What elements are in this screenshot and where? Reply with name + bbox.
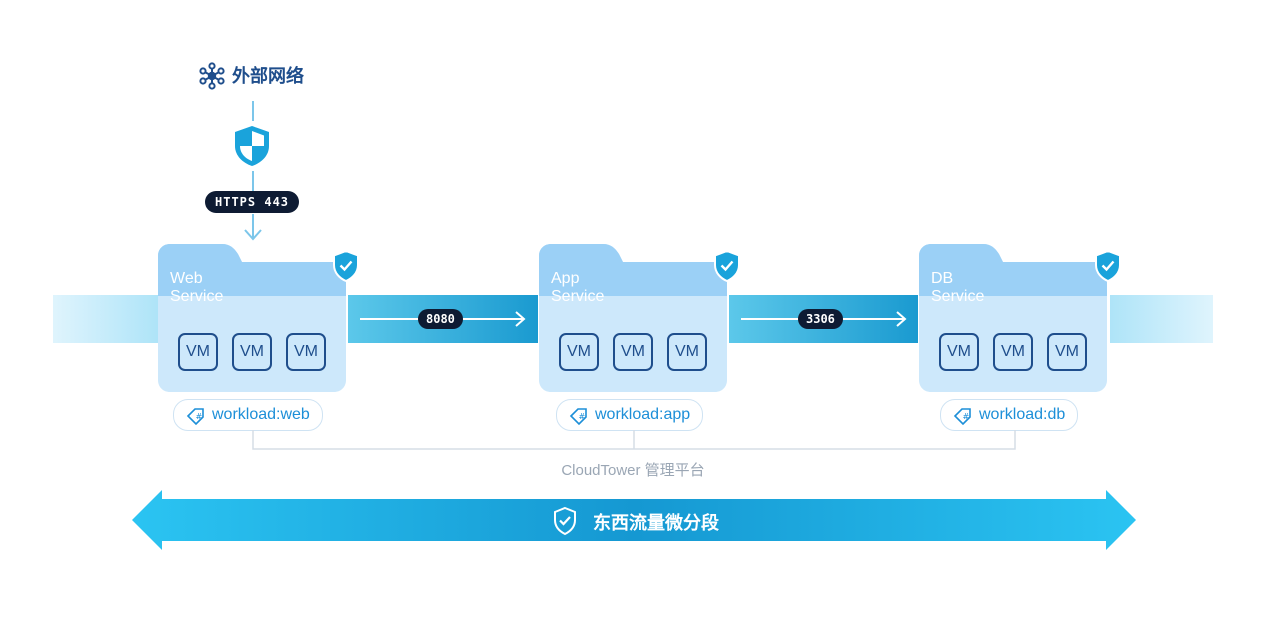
tag-label: workload:db [979,406,1066,423]
external-network-label: 外部网络 [232,66,304,86]
vm-box: VM [613,333,653,371]
ingress-connector [244,101,262,241]
egress-bar-right [1110,295,1213,343]
security-shield-icon [235,126,269,166]
vm-box: VM [559,333,599,371]
vm-box: VM [178,333,218,371]
folder-shape [539,244,727,392]
tag-icon: # [186,408,204,426]
vm-box: VM [1047,333,1087,371]
svg-text:#: # [579,412,586,421]
network-hub-icon [199,62,225,90]
vm-box: VM [667,333,707,371]
shield-check-icon [554,506,576,536]
svg-text:#: # [196,412,203,421]
verified-shield-icon [333,250,359,282]
workload-tag-app: # workload:app [556,399,704,431]
folder-shape [158,244,346,392]
port-badge-3306: 3306 [798,309,843,329]
east-west-segmentation-label: 东西流量微分段 [593,513,719,533]
tag-icon: # [953,408,971,426]
folder-shape [919,244,1107,392]
tag-label: workload:app [595,406,691,423]
service-title: Web Service [170,270,224,305]
management-bracket [252,430,1016,450]
port-badge-8080: 8080 [418,309,463,329]
service-title: App Service [551,270,605,305]
verified-shield-icon [714,250,740,282]
ingress-bar-left [53,295,158,343]
workload-tag-web: # workload:web [173,399,323,431]
svg-text:#: # [963,412,970,421]
tag-icon: # [569,408,587,426]
service-title: DB Service [931,270,985,305]
workload-tag-db: # workload:db [940,399,1079,431]
https-port-badge: HTTPS 443 [205,191,300,213]
vm-box: VM [286,333,326,371]
vm-box: VM [232,333,272,371]
vm-box: VM [993,333,1033,371]
management-platform-label: CloudTower 管理平台 [561,462,705,479]
verified-shield-icon [1095,250,1121,282]
tag-label: workload:web [212,406,310,423]
vm-box: VM [939,333,979,371]
east-west-double-arrow [132,490,1136,550]
